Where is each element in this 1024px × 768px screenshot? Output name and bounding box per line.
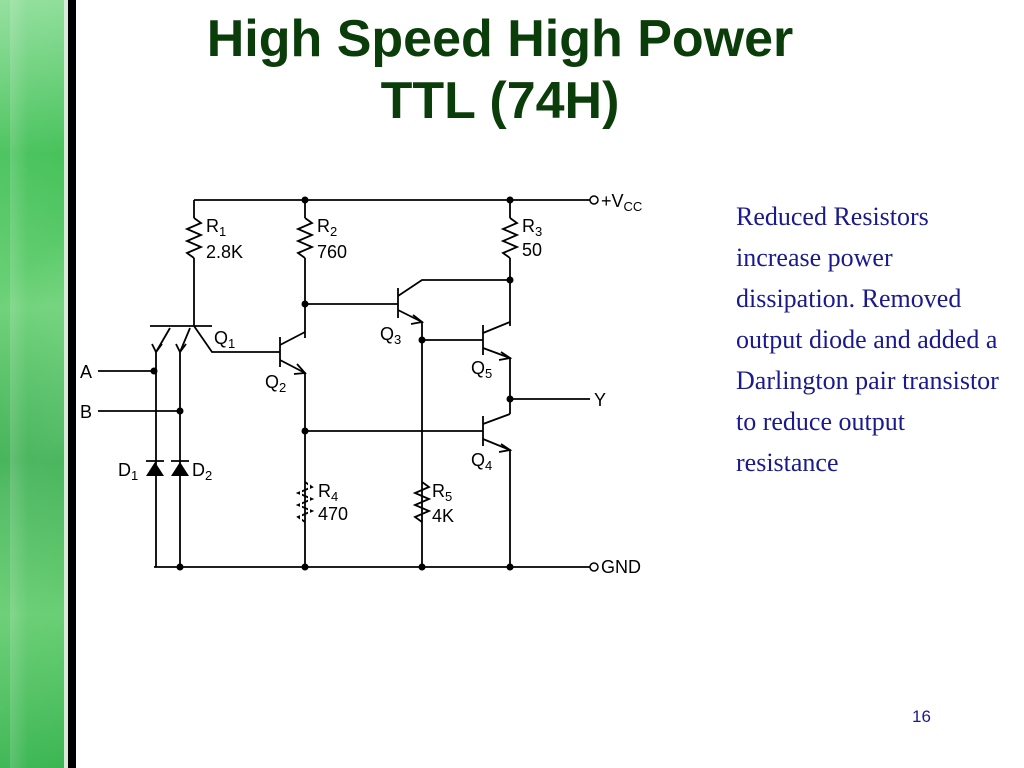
input-b-label: B bbox=[80, 402, 92, 422]
output-y-label: Y bbox=[594, 390, 606, 410]
r5-label: R5 bbox=[432, 481, 452, 504]
vcc-label: +VCC bbox=[601, 191, 642, 214]
r2-value: 760 bbox=[317, 242, 347, 262]
q4-label: Q4 bbox=[471, 450, 492, 473]
notes-text: Reduced Resistors increase power dissipa… bbox=[736, 202, 999, 477]
green-sidebar bbox=[0, 0, 64, 768]
r4-label: R4 bbox=[318, 481, 338, 504]
slide-title-line-2: TTL (74H) bbox=[380, 72, 620, 130]
d2-label: D2 bbox=[192, 460, 212, 483]
slide-title: High Speed High Power TTL (74H) bbox=[100, 8, 900, 132]
junction-dots bbox=[150, 196, 514, 571]
resistor-r1: R1 2.8K bbox=[184, 200, 243, 326]
gnd-terminal bbox=[589, 562, 599, 572]
r5-value: 4K bbox=[432, 506, 454, 526]
r4-value: 470 bbox=[318, 504, 348, 524]
diode-d2: D2 bbox=[171, 460, 212, 483]
resistor-r3: R3 50 bbox=[500, 200, 542, 326]
sidebar-divider bbox=[68, 0, 76, 768]
d1-label: D1 bbox=[118, 460, 138, 483]
q2-label: Q2 bbox=[265, 372, 286, 395]
page-number: 16 bbox=[912, 707, 931, 726]
r2-label: R2 bbox=[317, 216, 337, 239]
input-a-label: A bbox=[80, 362, 92, 382]
q3-label: Q3 bbox=[380, 324, 401, 347]
q5-label: Q5 bbox=[471, 358, 492, 381]
resistor-r5: R5 4K bbox=[412, 481, 454, 526]
transistor-q2: Q2 bbox=[265, 331, 307, 567]
r1-value: 2.8K bbox=[206, 242, 243, 262]
diode-d1: D1 bbox=[118, 460, 164, 483]
r3-label: R3 bbox=[522, 216, 542, 239]
sidebar-highlight bbox=[10, 0, 28, 768]
transistor-q1: Q1 bbox=[150, 325, 280, 567]
slide-title-line-1: High Speed High Power bbox=[206, 10, 794, 68]
vcc-terminal bbox=[589, 195, 599, 205]
transistor-q3: Q3 bbox=[380, 279, 510, 567]
transistor-q5: Q5 bbox=[471, 321, 513, 414]
r1-label: R1 bbox=[206, 216, 226, 239]
r3-value: 50 bbox=[522, 240, 542, 260]
gnd-label: GND bbox=[601, 557, 641, 577]
sidebar-divider-light bbox=[64, 0, 68, 768]
q1-label: Q1 bbox=[214, 328, 235, 351]
resistor-r2: R2 760 bbox=[295, 200, 347, 338]
transistor-q4: Q4 bbox=[471, 413, 513, 567]
